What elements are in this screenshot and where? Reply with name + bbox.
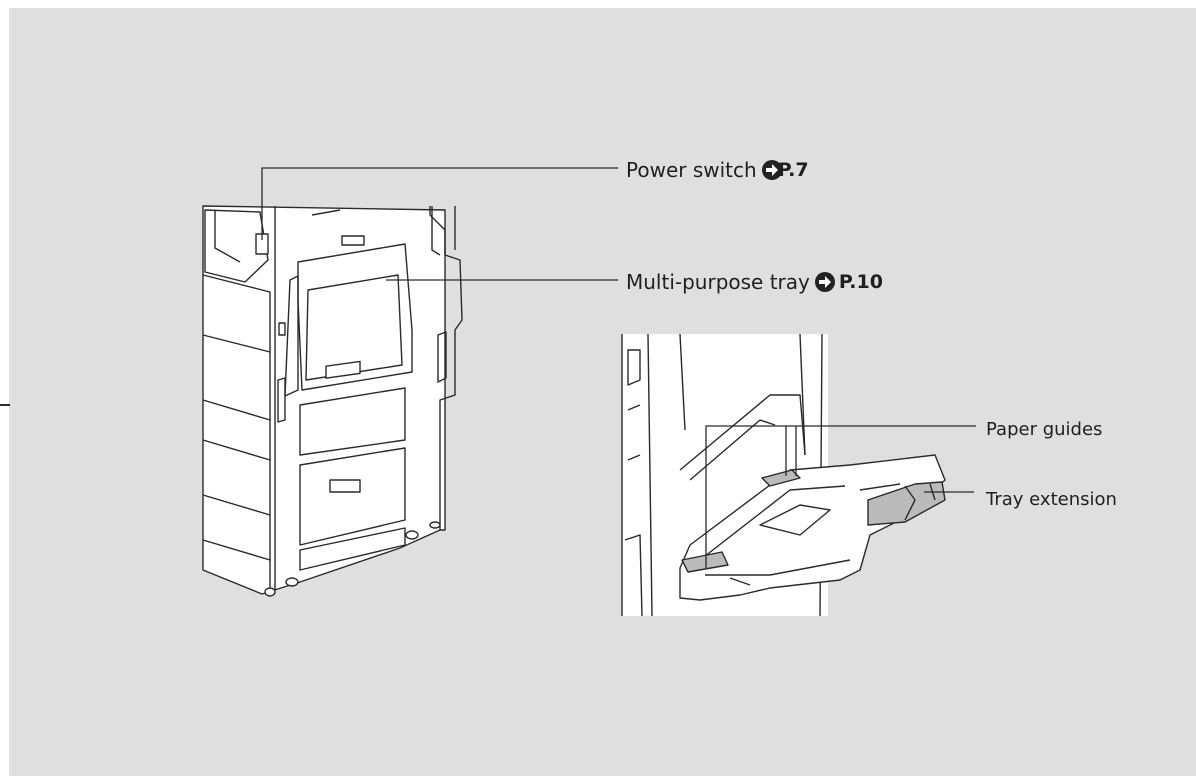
page-edge-mark (0, 404, 10, 406)
copier-illustration (202, 205, 463, 597)
paper-guides-label: Paper guides (986, 419, 1103, 440)
power-switch-page-ref[interactable]: P.7 (777, 159, 809, 181)
tray-closeup-illustration (621, 333, 946, 617)
leader-power-switch (261, 167, 618, 240)
leader-paper-guides (705, 425, 976, 568)
right-arrow-icon (814, 272, 835, 292)
callout-paper-guides: Paper guides (986, 419, 1102, 441)
leader-lines (261, 167, 976, 568)
callout-multi-purpose-tray: Multi-purpose tray P.10 (626, 270, 883, 294)
power-switch-label: Power switch (626, 158, 757, 182)
callout-tray-extension: Tray extension (986, 489, 1117, 511)
multi-purpose-tray-page-ref[interactable]: P.10 (838, 271, 883, 293)
callout-power-switch: Power switch P.7 (626, 158, 809, 182)
multi-purpose-tray-label: Multi-purpose tray (626, 270, 810, 294)
right-arrow-icon (761, 160, 782, 180)
tray-extension-label: Tray extension (986, 489, 1117, 510)
